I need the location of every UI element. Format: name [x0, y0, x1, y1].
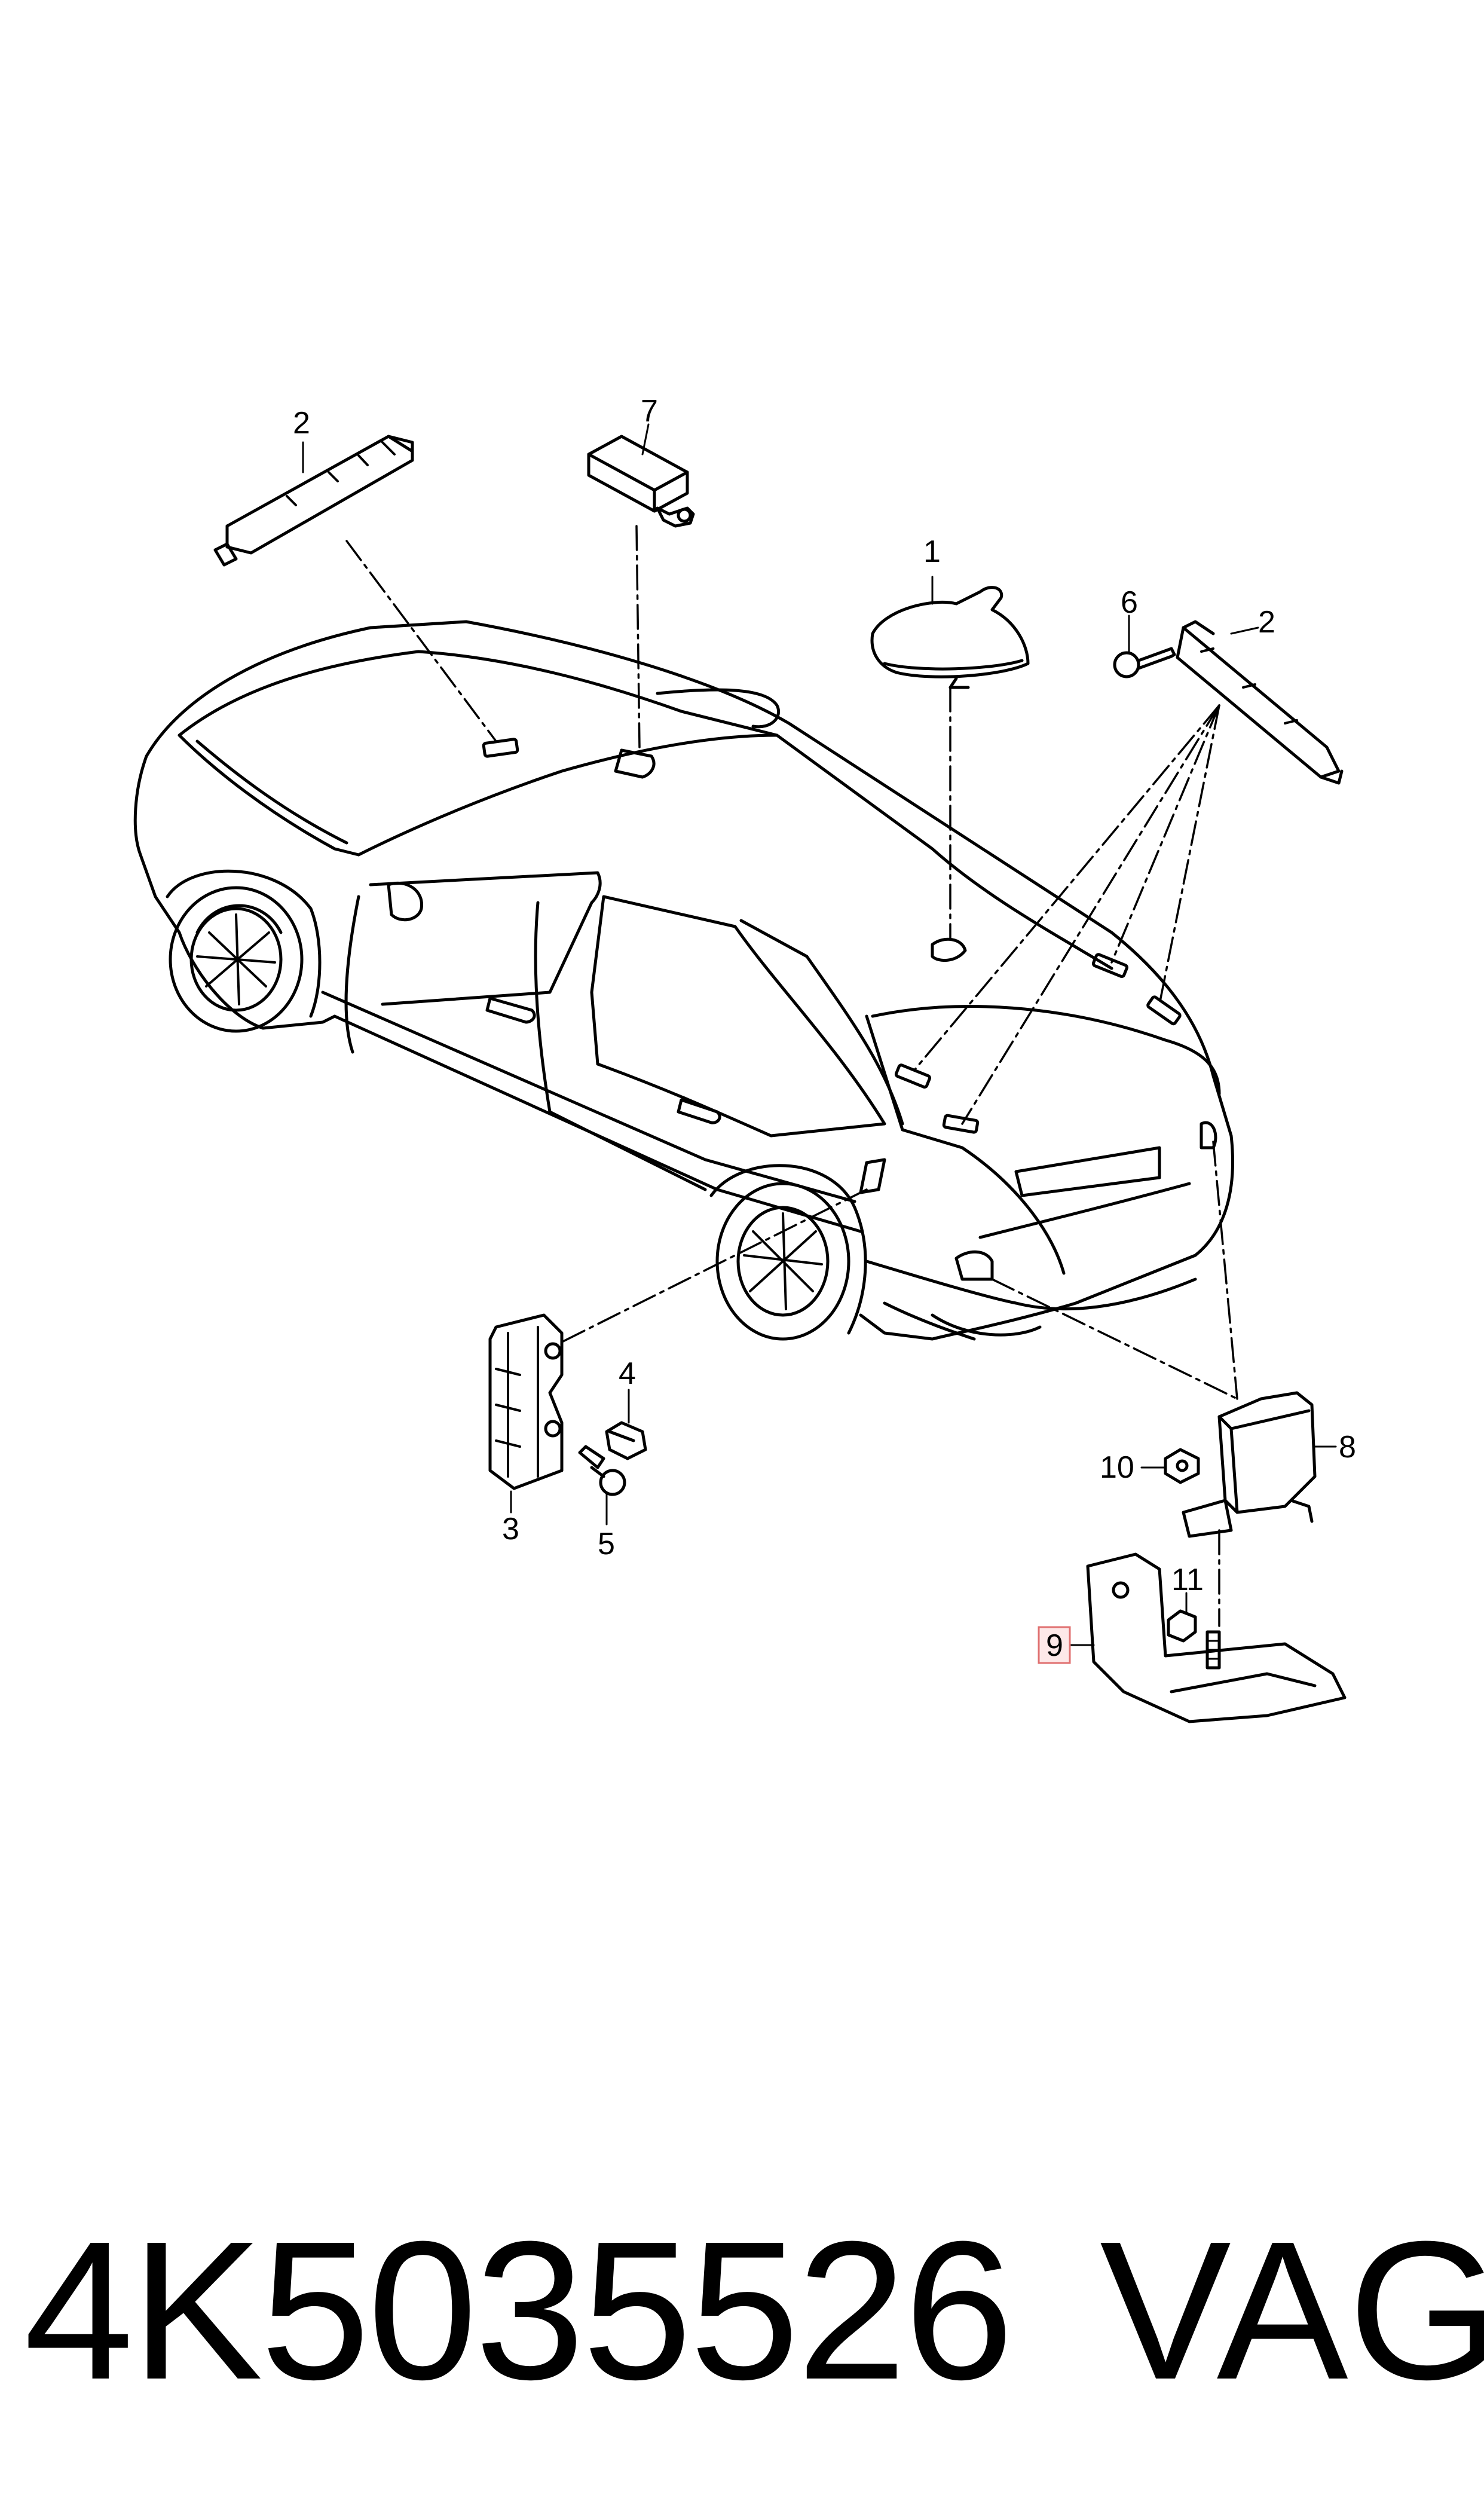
callout-10: 10: [1100, 1450, 1134, 1485]
callout-2-left: 2: [293, 406, 310, 441]
callout-5: 5: [598, 1527, 615, 1561]
callout-6: 6: [1121, 585, 1138, 620]
part-bolt-5: [578, 1445, 626, 1496]
part-antenna-strip-left: [213, 435, 414, 567]
part-nut-4: [605, 1421, 647, 1460]
part-nut-10: [1164, 1448, 1200, 1484]
callout-4: 4: [619, 1356, 636, 1391]
callout-3: 3: [502, 1512, 519, 1546]
callout-1: 1: [923, 534, 941, 569]
leader-lines: [345, 525, 1238, 1627]
part-number-label: 4K5035526: [24, 2200, 1014, 2420]
part-nut-11: [1167, 1609, 1221, 1670]
part-module-7: [587, 435, 695, 528]
callout-8: 8: [1339, 1430, 1356, 1465]
part-mounting-bracket-9: [1086, 1552, 1347, 1723]
callout-ticks: [302, 423, 1337, 1646]
brand-label: VAG: [1100, 2200, 1484, 2420]
part-screw-6: [1113, 647, 1176, 678]
part-antenna-shark-fin: [870, 586, 1030, 689]
callout-7: 7: [641, 394, 658, 429]
callout-9: 9: [1046, 1628, 1063, 1663]
callout-9-highlight: [1038, 1626, 1071, 1664]
part-antenna-strip-right: [1176, 620, 1344, 785]
part-control-unit-8: [1182, 1391, 1317, 1538]
callout-2-right: 2: [1258, 605, 1275, 640]
part-bracket-3: [488, 1313, 564, 1490]
callout-11: 11: [1171, 1563, 1204, 1597]
car-illustration: [133, 620, 1234, 1341]
